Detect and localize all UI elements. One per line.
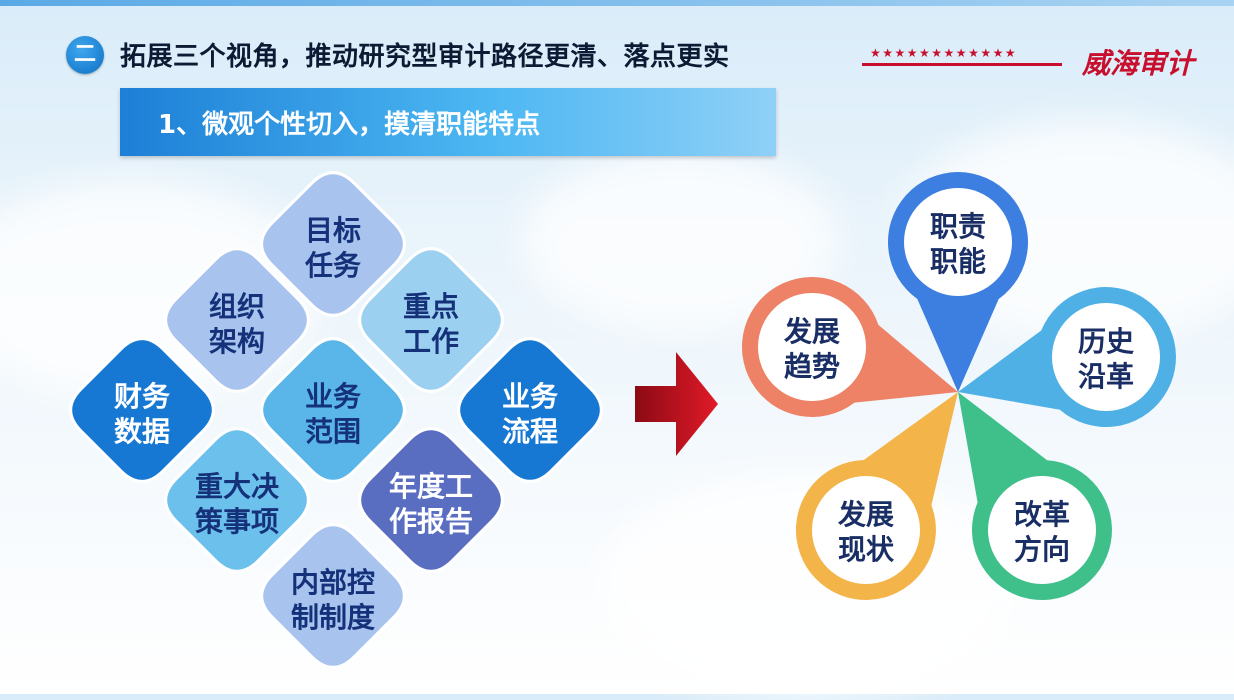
petal-label: 沿革 <box>1078 360 1134 393</box>
diamond-label: 架构 <box>209 325 265 358</box>
diamond-shape <box>457 337 603 483</box>
diamond-label: 策事项 <box>195 505 279 538</box>
subtitle-banner <box>120 88 776 156</box>
petal-inner-circle <box>988 476 1096 584</box>
top-accent-bar <box>0 0 1234 6</box>
diamond-shape <box>260 337 406 483</box>
brand-logo: 威海审计 <box>1082 47 1195 80</box>
diamond-shape <box>260 171 406 317</box>
petal-inner-circle <box>1052 303 1160 411</box>
diamond-label: 业务 <box>502 380 558 413</box>
petal-inner-circle <box>812 476 920 584</box>
diamond-label: 作报告 <box>389 505 473 538</box>
diamond-shape <box>260 523 406 669</box>
diamond-label: 重大决 <box>195 470 279 503</box>
arrow-right-icon <box>635 352 718 456</box>
diamond-label: 财务 <box>114 380 170 413</box>
petal-label: 历史 <box>1078 325 1134 358</box>
decorative-red-line <box>862 63 1062 66</box>
petal-label: 职能 <box>930 245 986 278</box>
diamond-label: 目标 <box>305 214 361 247</box>
decorative-stars: ★★★★★★★★★★★★ <box>870 46 1018 60</box>
diamond-label: 任务 <box>304 249 361 282</box>
diamond-label: 内部控 <box>291 566 375 599</box>
diamond-label: 制制度 <box>291 601 375 634</box>
diamond-shape <box>358 427 504 573</box>
petal-label: 发展 <box>783 315 840 348</box>
petal-label: 改革 <box>1014 498 1070 531</box>
diamond-shape <box>164 247 310 393</box>
petal-label: 发展 <box>837 498 894 531</box>
diamond-grid: 目标任务组织架构重点工作财务数据业务范围业务流程重大决策事项年度工作报告内部控制… <box>69 171 603 669</box>
petal-label: 职责 <box>930 210 986 243</box>
petal-inner-circle <box>904 188 1012 296</box>
diamond-label: 数据 <box>114 415 170 448</box>
petal-label: 方向 <box>1014 533 1070 566</box>
petal-label: 趋势 <box>784 350 840 383</box>
diamond-shape <box>69 337 215 483</box>
diamond-label: 重点 <box>403 290 459 323</box>
subtitle-text: 1、微观个性切入，摸清职能特点 <box>158 110 541 140</box>
petal-inner-circle <box>758 293 866 401</box>
petal-label: 现状 <box>838 533 895 566</box>
diamond-shape <box>164 427 310 573</box>
diamond-shape <box>358 247 504 393</box>
diamond-label: 流程 <box>502 415 558 448</box>
diamond-label: 业务 <box>305 380 361 413</box>
section-number-badge: 二 <box>66 36 104 74</box>
diamond-label: 工作 <box>403 325 459 358</box>
diamond-label: 组织 <box>209 290 265 323</box>
diamond-label: 年度工 <box>389 470 473 503</box>
page-title: 拓展三个视角，推动研究型审计路径更清、落点更实 <box>120 42 730 72</box>
diamond-label: 范围 <box>305 415 361 448</box>
